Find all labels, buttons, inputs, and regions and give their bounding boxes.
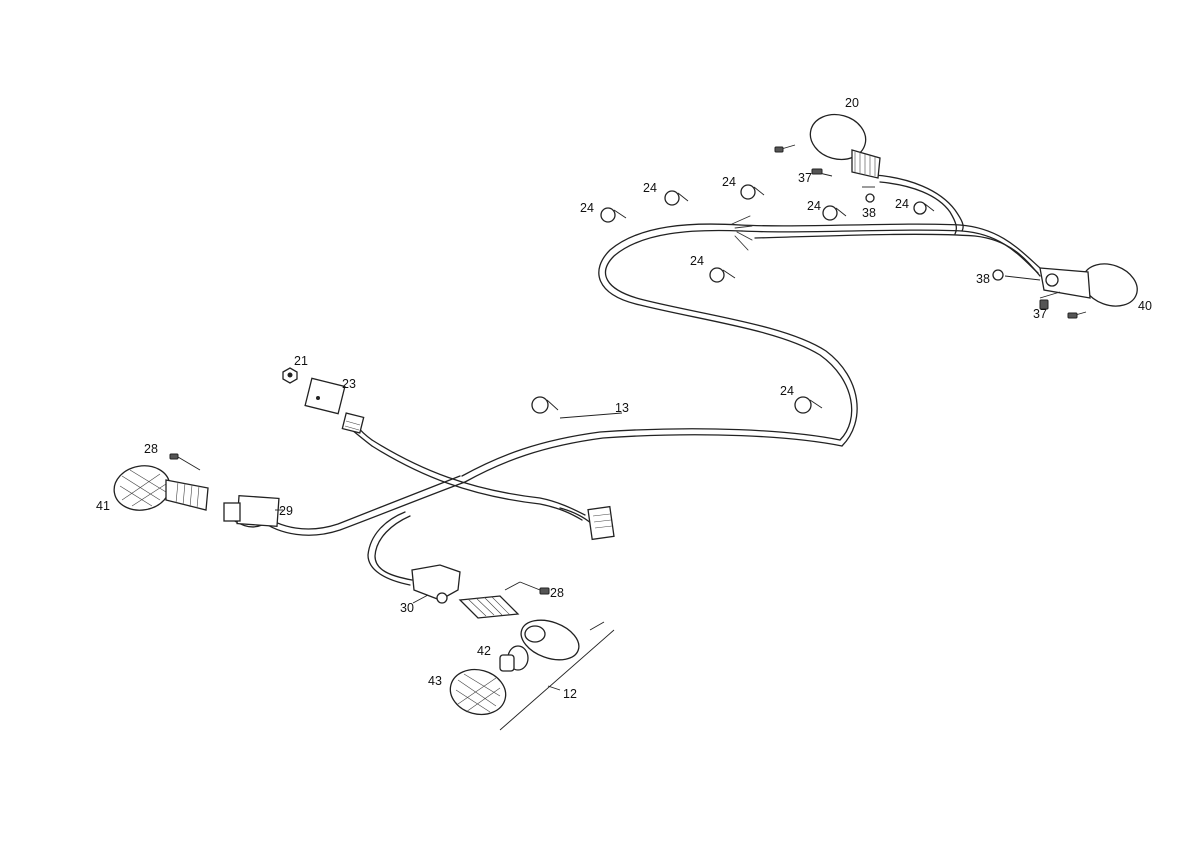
leader-lines xyxy=(275,412,623,691)
label-24-f: 24 xyxy=(690,254,704,268)
label-24-g: 24 xyxy=(780,384,794,398)
callout-labels: 20 37 38 24 24 24 24 24 24 24 38 37 40 2… xyxy=(96,96,1152,701)
cable-clips xyxy=(531,184,935,414)
label-24-d: 24 xyxy=(807,199,821,213)
clip-24-c xyxy=(740,184,765,200)
label-40: 40 xyxy=(1138,299,1152,313)
label-21: 21 xyxy=(294,354,308,368)
label-41: 41 xyxy=(96,499,110,513)
label-37-right: 37 xyxy=(1033,307,1047,321)
label-28-left: 28 xyxy=(144,442,158,456)
label-23: 23 xyxy=(342,377,356,391)
label-12: 12 xyxy=(563,687,577,701)
label-29: 29 xyxy=(279,504,293,518)
main-wiring-harness xyxy=(224,174,1041,586)
connector-lower-right xyxy=(587,505,615,541)
clip-24-f xyxy=(709,267,736,283)
label-38-top: 38 xyxy=(862,206,876,220)
label-43: 43 xyxy=(428,674,442,688)
connector-23 xyxy=(304,377,365,434)
label-20: 20 xyxy=(845,96,859,110)
label-24-b: 24 xyxy=(643,181,657,195)
label-38-right: 38 xyxy=(976,272,990,286)
label-28-lower: 28 xyxy=(550,586,564,600)
label-24-c: 24 xyxy=(722,175,736,189)
label-24-a: 24 xyxy=(580,201,594,215)
connector-29 xyxy=(223,494,280,528)
label-13: 13 xyxy=(615,401,629,415)
clip-24-d xyxy=(822,205,847,221)
clip-24-b xyxy=(664,190,689,206)
label-30: 30 xyxy=(400,601,414,615)
nut-21 xyxy=(282,367,298,384)
clip-24-e xyxy=(913,201,935,215)
clip-24-h xyxy=(531,396,559,414)
indicator-41 xyxy=(113,453,209,511)
indicator-40 xyxy=(992,263,1138,319)
label-42: 42 xyxy=(477,644,491,658)
connector-30 xyxy=(411,564,461,604)
indicator-assembly-12 xyxy=(449,581,615,731)
indicator-20 xyxy=(774,113,881,203)
clip-24-a xyxy=(600,207,627,223)
label-24-e: 24 xyxy=(895,197,909,211)
label-37-top: 37 xyxy=(798,171,812,185)
clip-24-g xyxy=(794,396,823,414)
